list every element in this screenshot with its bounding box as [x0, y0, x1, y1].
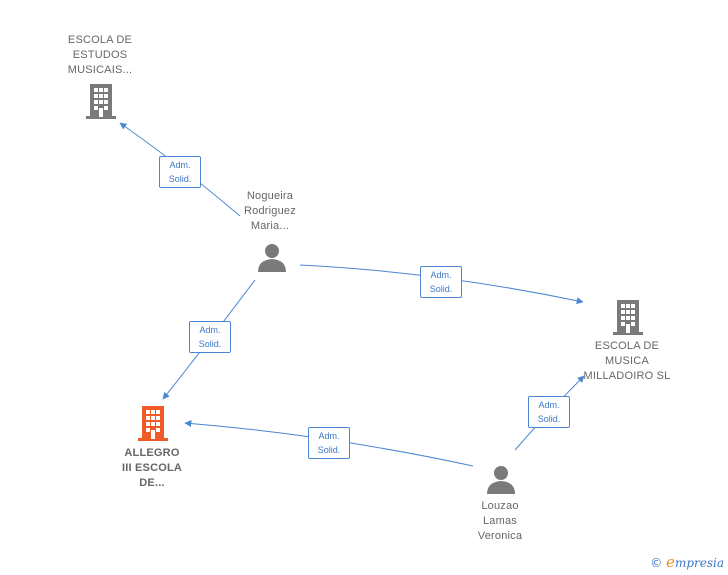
edge-badge-line: Solid. — [429, 284, 453, 294]
person-icon[interactable] — [257, 243, 287, 273]
label-line: ESTUDOS — [72, 49, 128, 61]
brand-initial: e — [666, 553, 675, 571]
edge-badge-nogueira-allegro[interactable]: Adm. Solid. — [189, 321, 231, 353]
label-line: DE... — [139, 477, 165, 489]
company-label-allegro[interactable]: ALLEGRO III ESCOLA DE... — [100, 446, 204, 491]
edge-badge-line: Solid. — [317, 445, 341, 455]
label-line: ESCOLA DE — [594, 340, 660, 352]
edge-badge-louzao-escola-milladoiro[interactable]: Adm. Solid. — [528, 396, 570, 428]
company-label-escola-estudos[interactable]: ESCOLA DE ESTUDOS MUSICAIS... — [48, 33, 152, 78]
label-line: Louzao — [481, 500, 519, 512]
label-line: MUSICAIS... — [67, 64, 133, 76]
label-line: Veronica — [477, 530, 523, 542]
building-icon[interactable] — [137, 406, 169, 442]
person-label-nogueira[interactable]: Nogueira Rodriguez Maria... — [222, 189, 318, 234]
copyright-icon: © — [650, 556, 663, 570]
empresia-watermark[interactable]: © empresia — [650, 553, 724, 571]
edge-badge-line: Solid. — [168, 174, 192, 184]
edge-badge-line: Solid. — [537, 414, 561, 424]
label-line: Rodriguez — [244, 205, 296, 217]
person-label-louzao[interactable]: Louzao Lamas Veronica — [452, 499, 548, 544]
company-label-escola-milladoiro[interactable]: ESCOLA DE MUSICA MILLADOIRO SL — [574, 339, 680, 384]
edge-badge-line: Solid. — [198, 339, 222, 349]
edge-badge-line: Adm. — [430, 270, 452, 280]
edge-badge-louzao-allegro[interactable]: Adm. Solid. — [308, 427, 350, 459]
edge-badge-line: Adm. — [318, 431, 340, 441]
label-line: Nogueira — [246, 190, 294, 202]
person-icon[interactable] — [486, 465, 516, 495]
edge-badge-line: Adm. — [169, 160, 191, 170]
label-line: Lamas — [482, 515, 518, 527]
brand-name: mpresia — [674, 556, 724, 570]
edge-badge-line: Adm. — [199, 325, 221, 335]
building-icon[interactable] — [85, 84, 117, 120]
label-line: III ESCOLA — [121, 462, 183, 474]
edge-badge-nogueira-escola-milladoiro[interactable]: Adm. Solid. — [420, 266, 462, 298]
building-icon[interactable] — [612, 300, 644, 336]
label-line: ALLEGRO — [124, 447, 180, 459]
label-line: MILLADOIRO SL — [583, 370, 671, 382]
edge-badge-line: Adm. — [538, 400, 560, 410]
edge-badge-nogueira-escola-estudos[interactable]: Adm. Solid. — [159, 156, 201, 188]
label-line: MUSICA — [605, 355, 649, 367]
label-line: ESCOLA DE — [67, 34, 133, 46]
label-line: Maria... — [250, 220, 290, 232]
